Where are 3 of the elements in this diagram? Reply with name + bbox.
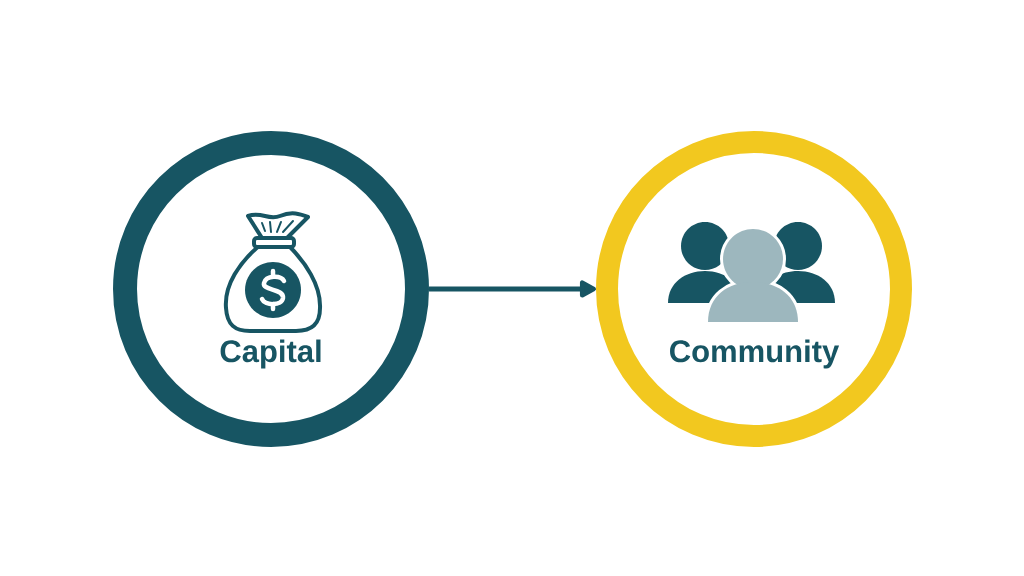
circle-node: Community xyxy=(596,131,912,447)
circle-node: Capital xyxy=(113,131,429,447)
arrow xyxy=(429,280,596,298)
